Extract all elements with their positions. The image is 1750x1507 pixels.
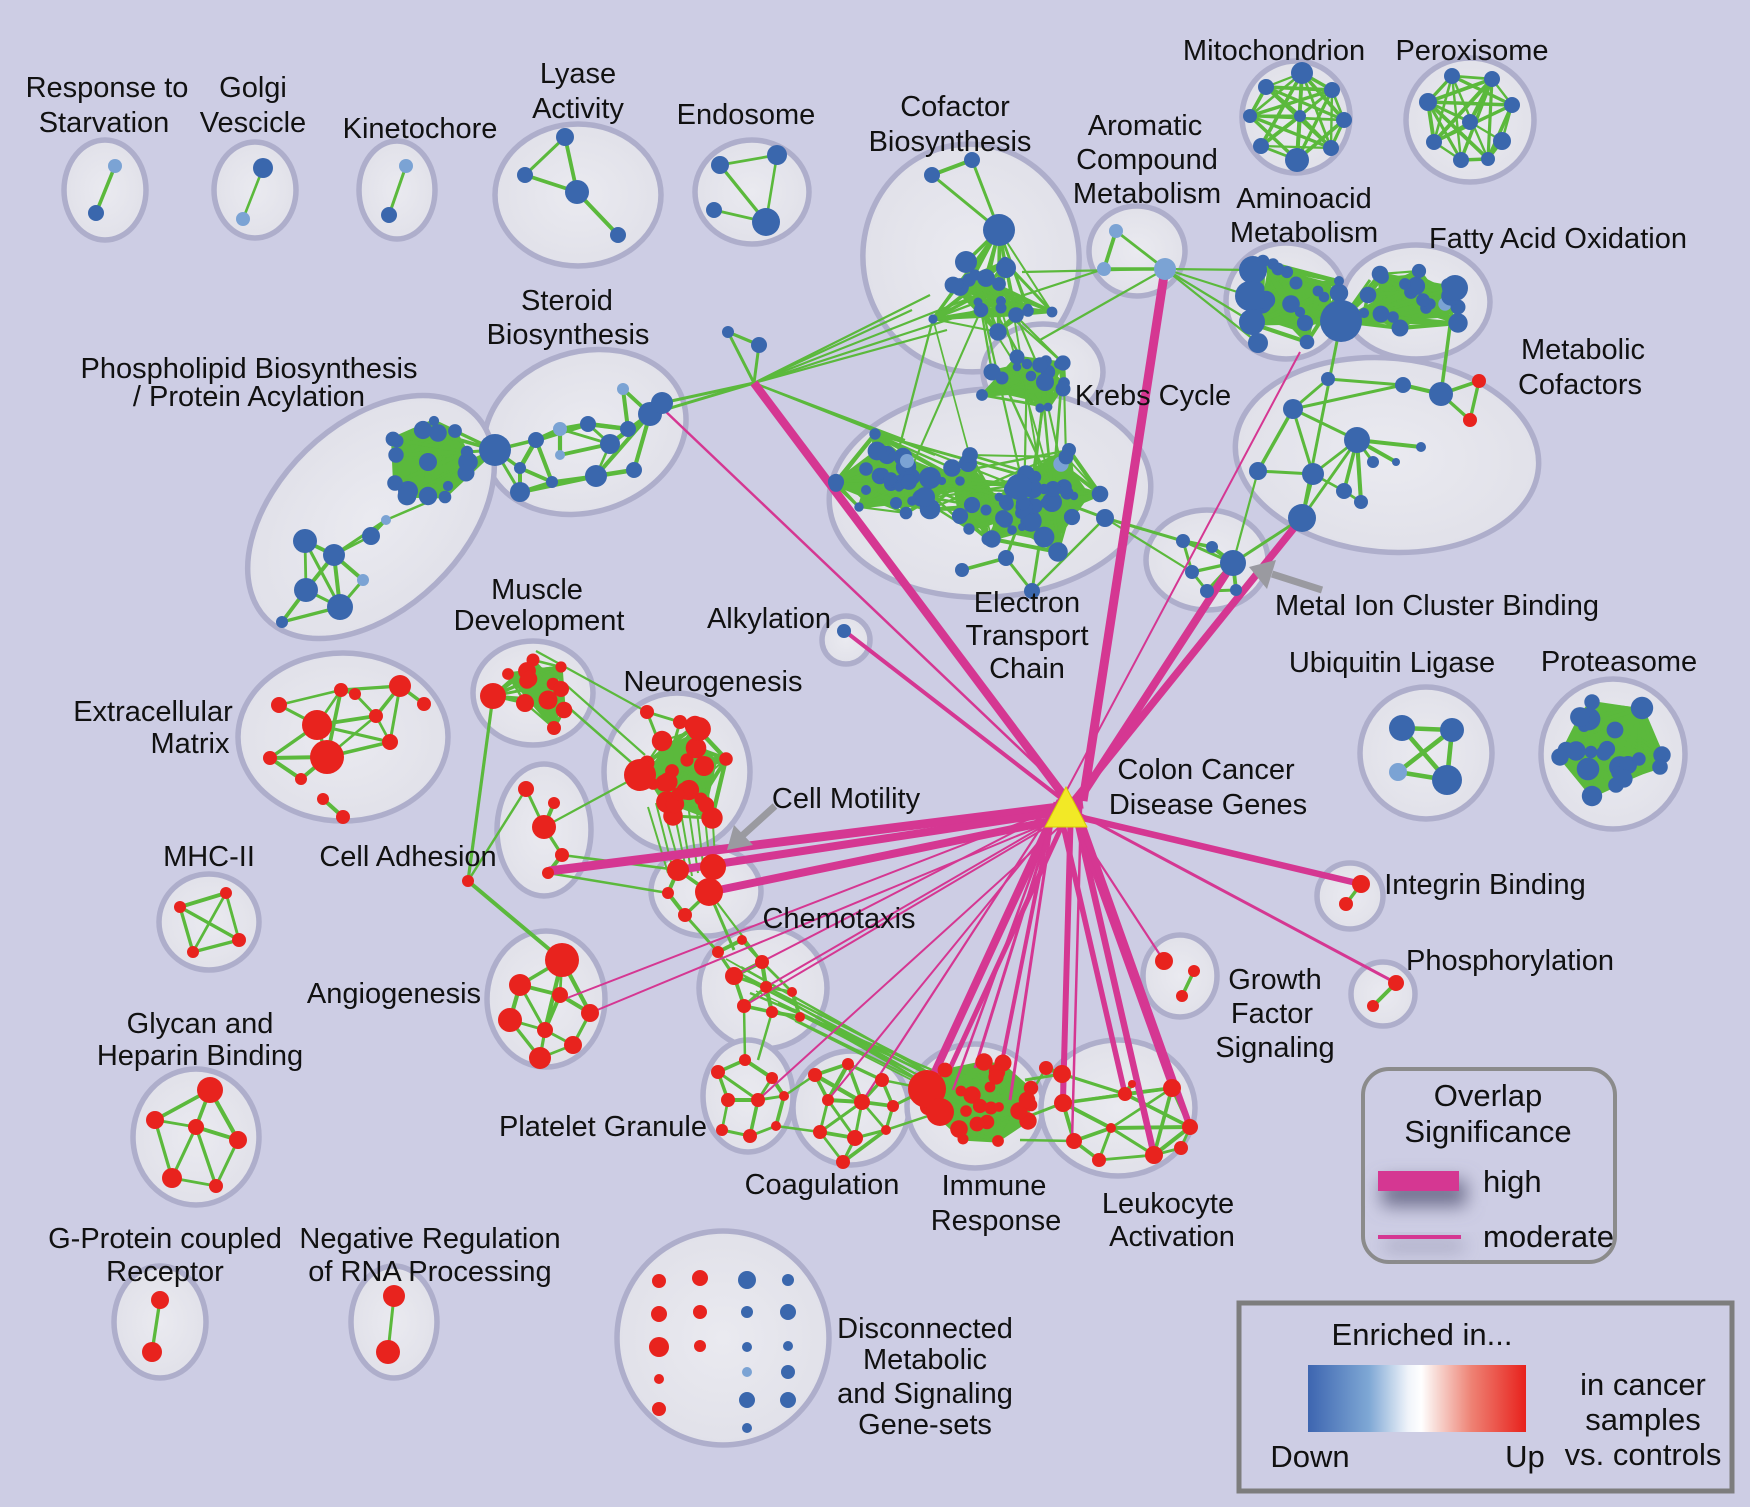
svg-text:Colon Cancer: Colon Cancer bbox=[1117, 754, 1295, 786]
svg-text:Endosome: Endosome bbox=[677, 99, 816, 131]
svg-text:Aminoacid: Aminoacid bbox=[1236, 183, 1371, 215]
svg-text:Matrix: Matrix bbox=[151, 728, 230, 760]
svg-text:Starvation: Starvation bbox=[39, 107, 170, 139]
svg-text:Biosynthesis: Biosynthesis bbox=[487, 319, 650, 351]
svg-text:Heparin Binding: Heparin Binding bbox=[97, 1040, 303, 1072]
svg-text:Krebs Cycle: Krebs Cycle bbox=[1075, 380, 1231, 412]
svg-text:Overlap: Overlap bbox=[1434, 1078, 1543, 1113]
svg-text:high: high bbox=[1483, 1164, 1542, 1199]
svg-text:Metabolic: Metabolic bbox=[863, 1344, 987, 1376]
svg-text:Lyase: Lyase bbox=[540, 58, 616, 90]
svg-text:Electron: Electron bbox=[974, 587, 1080, 619]
svg-text:Receptor: Receptor bbox=[106, 1256, 224, 1288]
svg-text:Cell Motility: Cell Motility bbox=[772, 783, 921, 815]
svg-text:Factor: Factor bbox=[1231, 998, 1314, 1030]
svg-text:Integrin Binding: Integrin Binding bbox=[1384, 869, 1586, 901]
svg-text:Peroxisome: Peroxisome bbox=[1395, 35, 1548, 67]
svg-text:samples: samples bbox=[1585, 1402, 1700, 1437]
svg-text:Metabolism: Metabolism bbox=[1230, 217, 1378, 249]
svg-text:Down: Down bbox=[1270, 1439, 1349, 1474]
svg-text:Development: Development bbox=[454, 605, 625, 637]
svg-text:Metal Ion Cluster Binding: Metal Ion Cluster Binding bbox=[1275, 590, 1599, 622]
svg-text:Angiogenesis: Angiogenesis bbox=[307, 978, 481, 1010]
svg-text:Response: Response bbox=[931, 1205, 1062, 1237]
svg-text:Glycan and: Glycan and bbox=[127, 1008, 274, 1040]
svg-text:Cell Adhesion: Cell Adhesion bbox=[319, 841, 496, 873]
svg-text:Metabolism: Metabolism bbox=[1073, 178, 1221, 210]
svg-text:Enriched in...: Enriched in... bbox=[1332, 1317, 1513, 1352]
svg-text:Phosphorylation: Phosphorylation bbox=[1406, 945, 1614, 977]
svg-text:Vescicle: Vescicle bbox=[200, 107, 306, 139]
svg-text:moderate: moderate bbox=[1483, 1219, 1614, 1254]
svg-text:Kinetochore: Kinetochore bbox=[343, 113, 498, 145]
svg-text:Alkylation: Alkylation bbox=[707, 603, 831, 635]
svg-text:Biosynthesis: Biosynthesis bbox=[869, 126, 1032, 158]
svg-text:Muscle: Muscle bbox=[491, 574, 583, 606]
svg-text:G-Protein coupled: G-Protein coupled bbox=[48, 1223, 282, 1255]
svg-text:Growth: Growth bbox=[1228, 964, 1321, 996]
svg-text:Metabolic: Metabolic bbox=[1521, 334, 1645, 366]
svg-text:Response to: Response to bbox=[26, 72, 189, 104]
svg-text:Proteasome: Proteasome bbox=[1541, 646, 1697, 678]
svg-text:Gene-sets: Gene-sets bbox=[858, 1409, 992, 1441]
svg-text:Transport: Transport bbox=[965, 620, 1088, 652]
svg-text:MHC-II: MHC-II bbox=[163, 841, 255, 873]
svg-text:Significance: Significance bbox=[1404, 1114, 1571, 1149]
svg-text:Ubiquitin Ligase: Ubiquitin Ligase bbox=[1289, 647, 1495, 679]
svg-text:Coagulation: Coagulation bbox=[745, 1169, 900, 1201]
svg-text:Leukocyte: Leukocyte bbox=[1102, 1188, 1234, 1220]
svg-text:Steroid: Steroid bbox=[521, 285, 613, 317]
svg-text:in cancer: in cancer bbox=[1580, 1367, 1706, 1402]
svg-text:Golgi: Golgi bbox=[219, 72, 287, 104]
svg-text:and Signaling: and Signaling bbox=[837, 1378, 1013, 1410]
svg-text:/ Protein Acylation: / Protein Acylation bbox=[133, 381, 365, 413]
svg-text:Activation: Activation bbox=[1109, 1221, 1235, 1253]
svg-text:Aromatic: Aromatic bbox=[1088, 110, 1202, 142]
svg-text:vs. controls: vs. controls bbox=[1565, 1437, 1722, 1472]
svg-text:Activity: Activity bbox=[532, 93, 624, 125]
svg-text:Up: Up bbox=[1505, 1439, 1545, 1474]
svg-text:Neurogenesis: Neurogenesis bbox=[624, 666, 803, 698]
svg-text:Cofactors: Cofactors bbox=[1518, 369, 1642, 401]
svg-text:Disconnected: Disconnected bbox=[837, 1313, 1013, 1345]
svg-text:Platelet Granule: Platelet Granule bbox=[499, 1111, 707, 1143]
svg-text:of RNA Processing: of RNA Processing bbox=[308, 1256, 551, 1288]
svg-text:Compound: Compound bbox=[1076, 144, 1218, 176]
svg-text:Extracellular: Extracellular bbox=[73, 696, 233, 728]
svg-text:Immune: Immune bbox=[942, 1170, 1047, 1202]
svg-text:Chain: Chain bbox=[989, 653, 1065, 685]
svg-text:Phospholipid Biosynthesis: Phospholipid Biosynthesis bbox=[81, 353, 418, 385]
svg-text:Disease Genes: Disease Genes bbox=[1109, 789, 1307, 821]
svg-text:Cofactor: Cofactor bbox=[900, 91, 1010, 123]
svg-text:Negative Regulation: Negative Regulation bbox=[299, 1223, 560, 1255]
svg-text:Signaling: Signaling bbox=[1215, 1032, 1334, 1064]
svg-text:Chemotaxis: Chemotaxis bbox=[762, 903, 915, 935]
svg-text:Mitochondrion: Mitochondrion bbox=[1183, 35, 1365, 67]
svg-text:Fatty Acid Oxidation: Fatty Acid Oxidation bbox=[1429, 223, 1687, 255]
